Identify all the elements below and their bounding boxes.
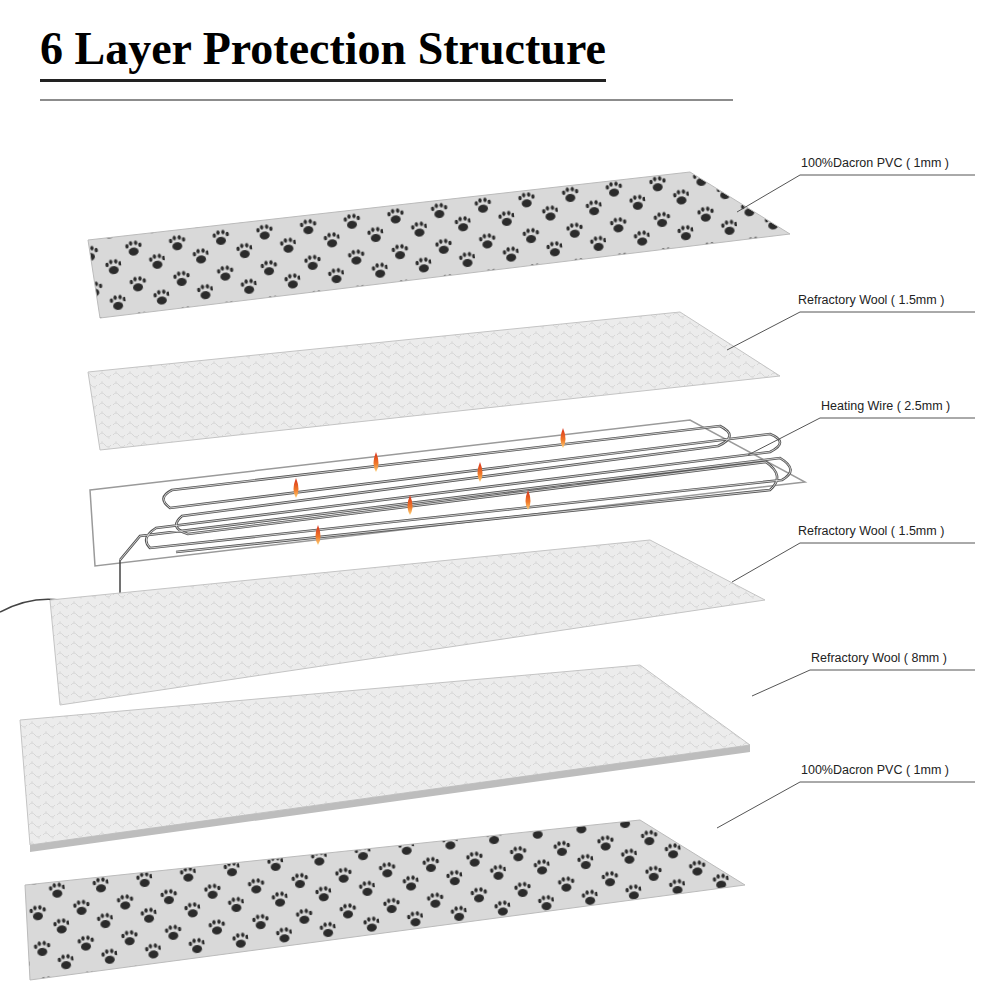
- layer-label: 100%Dacron PVC ( 1mm ): [800, 156, 950, 171]
- layer-label: Refractory Wool ( 1.5mm ): [797, 524, 945, 539]
- layer-label: 100%Dacron PVC ( 1mm ): [800, 763, 950, 778]
- layer-label: Heating Wire ( 2.5mm ): [820, 399, 951, 414]
- layer-label: Refractory Wool ( 8mm ): [810, 651, 948, 666]
- layer-label: Refractory Wool ( 1.5mm ): [797, 293, 945, 308]
- title: 6 Layer Protection Structure: [40, 24, 606, 82]
